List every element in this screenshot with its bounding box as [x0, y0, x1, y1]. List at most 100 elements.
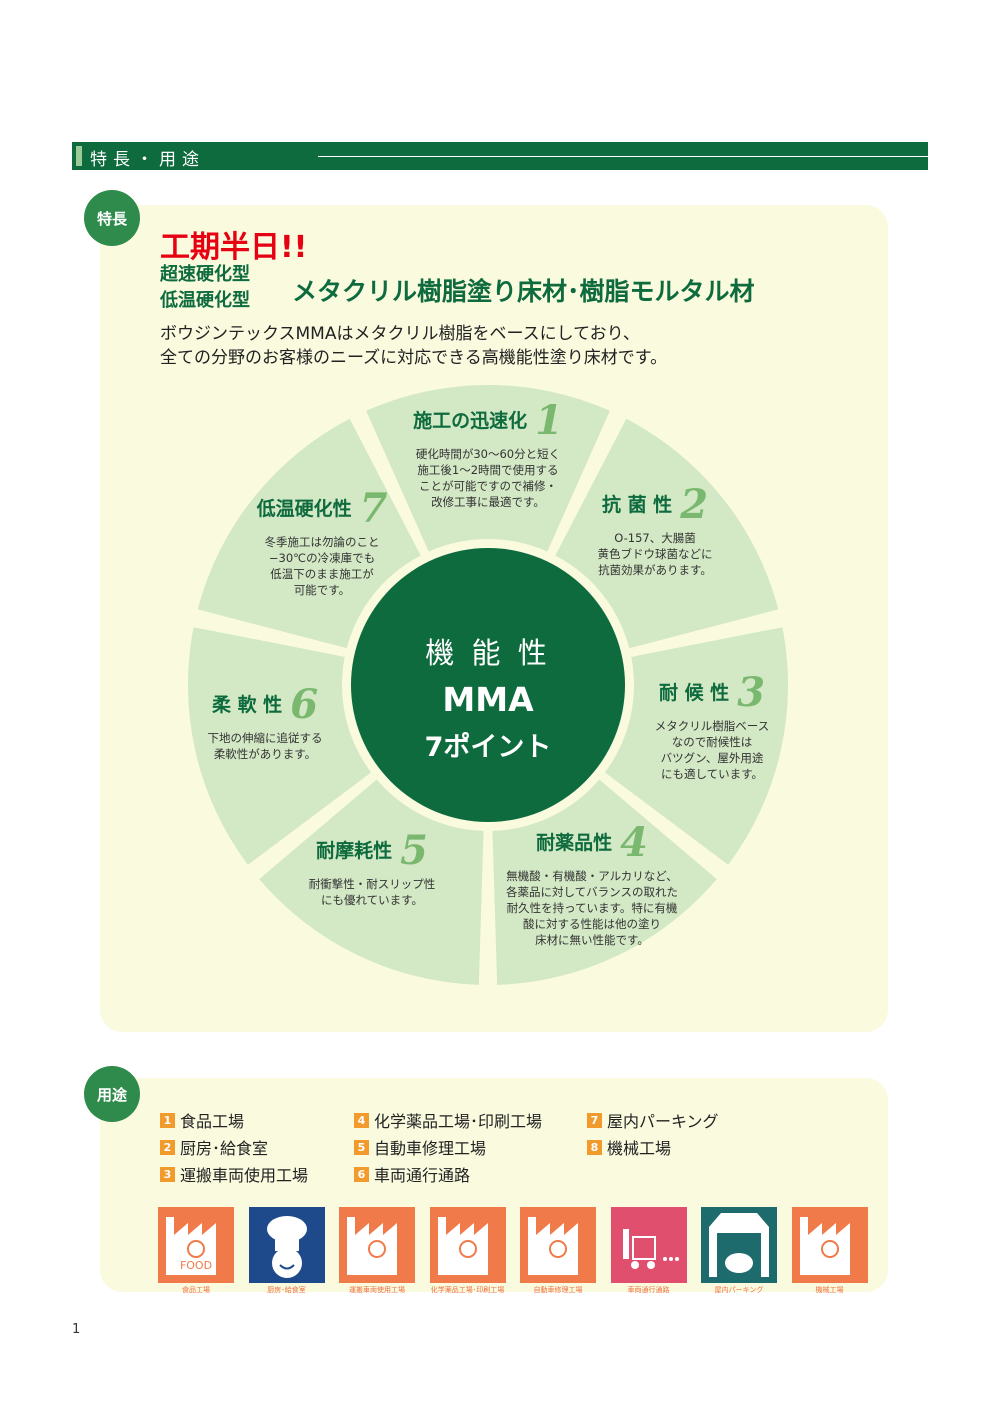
section-header: 特長・用途 [72, 142, 986, 170]
section-title: 特長・用途 [90, 150, 205, 170]
point-description: 硬化時間が30〜60分と短く施工後1〜2時間で使用することが可能ですので補修・改… [383, 446, 593, 510]
use-number: 1 [160, 1112, 175, 1128]
use-item: 5 自動車修理工場 [354, 1135, 486, 1159]
point-number: 3 [737, 669, 766, 716]
description: ボウジンテックスMMAはメタクリル樹脂をベースにしており、 全ての分野のお客様の… [160, 322, 667, 370]
point-description: 耐衝撃性・耐スリップ性にも優れています。 [267, 876, 477, 908]
use-label: 化学薬品工場･印刷工場 [374, 1112, 543, 1131]
gear-factory-icon: 機械工場 [791, 1207, 868, 1294]
features-badge: 特長 [84, 190, 140, 246]
wheel-segment [366, 384, 610, 552]
icon-caption: 屋内パーキング [714, 1286, 764, 1294]
point-heading: 施工の迅速化 1 [378, 400, 598, 442]
point-number: 7 [359, 485, 388, 532]
point-description: 冬季施工は勿論のこと−30℃の冷凍庫でも低温下のまま施工が可能です。 [217, 534, 427, 598]
description-line: メタクリル樹脂ベース [654, 719, 770, 733]
description-line: 無機酸・有機酸・アルカリなど、 [506, 869, 678, 883]
use-label: 運搬車両使用工場 [180, 1166, 309, 1185]
icon-caption: 自動車修理工場 [533, 1286, 583, 1294]
point-number: 1 [535, 397, 563, 444]
use-label: 機械工場 [607, 1139, 672, 1158]
car-repair-factory-icon: 自動車修理工場 [520, 1207, 596, 1294]
point-description: O-157、大腸菌黄色ブドウ球菌などに抗菌効果があります。 [550, 530, 760, 578]
description-line: ボウジンテックスMMAはメタクリル樹脂をベースにしており、 [160, 324, 640, 344]
use-label: 自動車修理工場 [374, 1139, 487, 1158]
use-number: 3 [160, 1166, 175, 1182]
use-number: 7 [587, 1112, 602, 1128]
point-title: 耐摩耗性 [316, 840, 393, 862]
point-number: 6 [290, 681, 319, 728]
center-line1: 機 能 性 [425, 636, 551, 670]
center-circle: 機 能 性 MMA 7ポイント [351, 548, 625, 822]
description-line: 全ての分野のお客様のニーズに対応できる高機能性塗り床材です。 [160, 348, 668, 368]
headline: 工期半日!! [160, 230, 308, 265]
point-title: 耐薬品性 [536, 832, 613, 854]
description-line: 下地の伸縮に追従する [207, 731, 323, 745]
use-number: 2 [160, 1139, 175, 1155]
description-line: 改修工事に最適です。 [431, 495, 545, 509]
product-name: メタクリル樹脂塗り床材･樹脂モルタル材 [292, 277, 755, 306]
description-line: 耐久性を持っています。特に有機 [506, 901, 678, 915]
description-line: 黄色ブドウ球菌などに [597, 547, 713, 561]
description-line: 冬季施工は勿論のこと [264, 535, 380, 549]
wheel-segment [604, 627, 788, 865]
wheel-segment [259, 779, 484, 985]
chef-icon: 厨房･給食室 [248, 1207, 325, 1294]
forklift-factory-icon: 運搬車両使用工場 [339, 1207, 415, 1294]
icon-caption: 厨房･給食室 [267, 1286, 306, 1294]
use-number: 4 [354, 1112, 369, 1128]
use-number: 5 [354, 1139, 369, 1155]
header-accent [76, 146, 82, 166]
point-number: 5 [400, 827, 428, 874]
icon-caption: 食品工場 [182, 1286, 210, 1294]
wheel-segment [197, 418, 421, 649]
icon-caption: 車両通行通路 [627, 1286, 670, 1294]
point-title: 低温硬化性 [256, 498, 352, 520]
wheel-segment [492, 779, 717, 985]
use-label: 食品工場 [180, 1112, 245, 1131]
wheel-segment [555, 418, 779, 649]
wheel-segment [188, 627, 372, 865]
use-number: 6 [354, 1166, 369, 1182]
type: 超速硬化型 [160, 264, 250, 285]
description-line: 酸に対する性能は他の塗り [523, 917, 661, 931]
product-types: 超速硬化型 低温硬化型 [160, 262, 250, 314]
flask-factory-icon: 化学薬品工場･印刷工場 [429, 1207, 506, 1294]
description-line: O-157、大腸菌 [614, 531, 696, 545]
description-line: なので耐候性は [671, 735, 753, 749]
page-number: 1 [72, 1322, 81, 1337]
center-line2: MMA [442, 680, 534, 719]
point-number: 2 [680, 481, 709, 528]
point-title: 柔 軟 性 [211, 694, 283, 716]
description-line: 柔軟性があります。 [213, 747, 317, 761]
use-number: 8 [587, 1139, 602, 1155]
forklift-icon: 車両通行通路 [610, 1207, 687, 1294]
description-line: にも優れています。 [320, 893, 423, 907]
point-heading: 低温硬化性 7 [212, 488, 432, 530]
icon-caption: 機械工場 [815, 1286, 844, 1294]
description-line: にも適しています。 [660, 767, 763, 781]
use-item: 1 食品工場 [160, 1108, 244, 1132]
icon-caption: 運搬車両使用工場 [349, 1286, 405, 1294]
point-description: メタクリル樹脂ベースなので耐候性はバツグン、屋外用途にも適しています。 [607, 718, 817, 782]
description-line: 可能です。 [293, 583, 351, 597]
type: 低温硬化型 [160, 290, 250, 311]
description-line: 耐衝撃性・耐スリップ性 [308, 877, 436, 891]
use-label: 車両通行通路 [374, 1166, 471, 1185]
parking-icon: 屋内パーキング [701, 1207, 777, 1294]
icon-text: FOOD [180, 1259, 212, 1272]
point-heading: 柔 軟 性 6 [155, 684, 375, 726]
point-heading: 耐 候 性 3 [602, 672, 822, 714]
description-line: −30℃の冷凍庫でも [268, 551, 376, 565]
point-title: 施工の迅速化 [413, 410, 528, 432]
description-line: バツグン、屋外用途 [660, 751, 764, 765]
food-factory-icon: FOOD 食品工場 [158, 1207, 234, 1294]
header-rule [318, 156, 986, 157]
point-title: 耐 候 性 [658, 682, 730, 704]
use-item: 4 化学薬品工場･印刷工場 [354, 1108, 542, 1132]
